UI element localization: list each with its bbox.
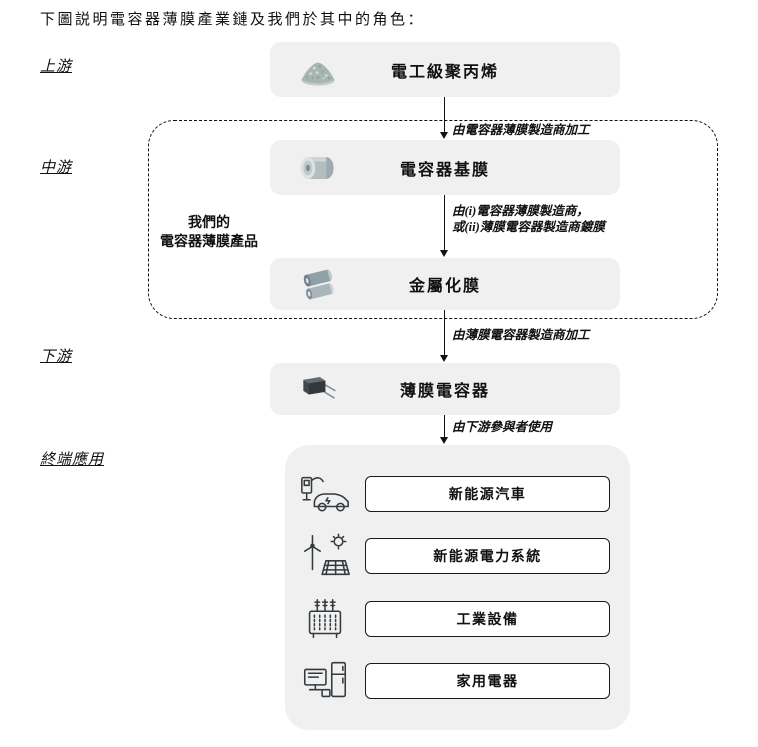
node-label: 薄膜電容器 [399,383,490,400]
stage-label-midstream: 中游 [40,160,73,176]
base-film-roll-icon [296,146,340,190]
flow-arrow-3 [439,310,448,362]
polypropylene-granules-icon [296,48,340,92]
node-polypropylene: 電工級聚丙烯 [270,42,620,97]
ev-car-icon [297,468,353,520]
end-application-row: 新能源汽車 [297,468,610,520]
node-metallized-film: 金屬化膜 [270,258,620,310]
arrow-label-2: 由(i)電容器薄膜製造商， 或(ii)薄膜電容器製造商鍍膜 [452,204,605,234]
arrow-label-4: 由下游參與者使用 [452,420,553,434]
stage-label-upstream: 上游 [40,59,73,75]
end-application-label: 工業設備 [365,600,610,637]
flow-arrow-4 [439,415,448,444]
wind-solar-icon [297,530,353,582]
film-capacitor-icon [296,367,340,411]
arrow-label-3: 由薄膜電容器製造商加工 [452,328,590,342]
diagram-intro-text: 下圖説明電容器薄膜產業鏈及我們於其中的角色： [40,12,426,28]
end-application-label: 新能源電力系統 [365,538,610,575]
node-label: 電工級聚丙烯 [390,63,499,81]
end-application-row: 工業設備 [297,593,610,645]
our-products-label: 我們的 電容器薄膜產品 [160,216,258,250]
end-application-label: 新能源汽車 [365,475,610,512]
stage-label-downstream: 下游 [40,349,73,365]
flow-arrow-2 [439,195,448,257]
node-label: 電容器基膜 [399,161,490,179]
end-application-label: 家用電器 [365,663,610,700]
node-label: 金屬化膜 [408,278,481,295]
end-application-row: 家用電器 [297,655,610,707]
end-application-row: 新能源電力系統 [297,530,610,582]
node-film-capacitor: 薄膜電容器 [270,363,620,415]
flow-arrow-1 [439,97,448,139]
arrow-label-1: 由電容器薄膜製造商加工 [452,123,590,137]
home-appliances-icon [297,655,353,707]
node-base-film: 電容器基膜 [270,140,620,195]
transformer-icon [297,593,353,645]
end-applications-panel: 新能源汽車 新能源電力系 [285,445,630,730]
stage-label-end-use: 終端應用 [40,452,105,468]
metallized-film-icon [296,262,340,306]
our-products-dashed-outline [148,120,718,319]
